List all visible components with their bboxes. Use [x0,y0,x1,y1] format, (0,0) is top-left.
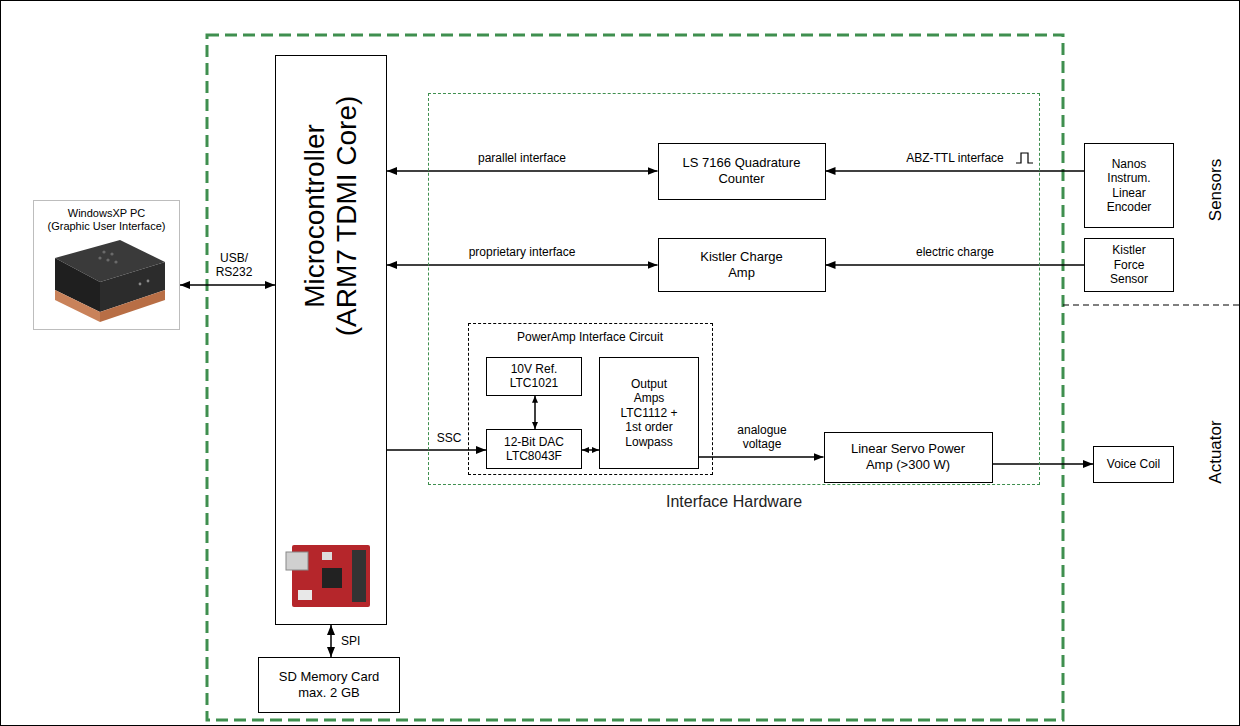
dac-box: 12-Bit DAC LTC8043F [486,429,582,469]
board-part [322,552,332,560]
interface-label: SPI [341,634,381,648]
pc-vent [98,256,101,259]
connector [534,396,536,429]
connector [699,456,824,458]
box-label: Kistler Charge Amp [692,249,792,280]
reference-box: 10V Ref. LTC1021 [486,357,582,396]
pc-vent [102,250,105,253]
connector [582,449,599,451]
pin-header [352,550,366,602]
region-label: Actuator [1206,420,1226,483]
connector [826,264,1085,266]
connector [826,170,1085,172]
box-label: 12-Bit DAC LTC8043F [492,435,576,464]
usb-connector [286,552,308,570]
pc-vent [110,252,113,255]
pc-led [139,283,142,286]
sd-card-box: SD Memory Card max. 2 GB [258,657,400,713]
poweramp-circuit-group: PowerAmp Interface Circuit 10V Ref. LTC10… [468,323,713,475]
pc-vent [114,260,117,263]
force-sensor-box: Kistler Force Sensor [1084,238,1174,292]
interface-label: ABZ-TTL interface [890,151,1020,165]
box-label: Voice Coil [1100,457,1168,471]
region-label: Interface Hardware [429,492,1039,511]
counter-box: LS 7166 Quadrature Counter [658,143,826,200]
interface-label: parallel interface [442,151,602,165]
pc-base [55,290,100,322]
pc-box: WindowsXP PC (Graphic User Interface) [33,200,180,330]
interface-label: analogue voltage [731,423,793,452]
connector [387,449,486,451]
encoder-box: Nanos Instrum. Linear Encoder [1084,143,1174,228]
separator-line [1063,304,1240,305]
connector [180,284,275,286]
servo-amp-box: Linear Servo Power Amp (>300 W) [824,432,993,483]
box-label: 10V Ref. LTC1021 [492,362,576,391]
voice-coil-box: Voice Coil [1093,446,1174,483]
pc-illustration [55,240,165,322]
interface-label: electric charge [890,245,1020,259]
connector [330,625,332,657]
box-label: Nanos Instrum. Linear Encoder [1099,157,1159,215]
interface-label: proprietary interface [442,245,602,259]
output-amp-box: Output Amps LTC1112 + 1st order Lowpass [599,357,699,469]
mcu-label: Microcontroller (ARM7 TDMI Core) [299,86,363,346]
board-chip [322,568,342,588]
charge-amp-box: Kistler Charge Amp [658,238,826,292]
board-illustration [286,545,370,607]
pc-label: WindowsXP PC (Graphic User Interface) [46,207,168,233]
interface-label: SSC [434,431,464,445]
group-label: PowerAmp Interface Circuit [469,330,712,344]
pulse-symbol [1016,153,1033,163]
pc-vent [106,258,109,261]
box-label: SD Memory Card max. 2 GB [274,669,384,700]
pc-base [100,290,165,322]
board-part [298,590,312,600]
box-label: LS 7166 Quadrature Counter [667,155,817,186]
connector [993,463,1094,465]
box-label: Kistler Force Sensor [1099,243,1159,286]
system-boundary [207,35,1063,720]
box-label: Linear Servo Power Amp (>300 W) [843,441,973,472]
region-label: Sensors [1206,159,1226,221]
box-label: Output Amps LTC1112 + 1st order Lowpass [617,377,681,449]
pc-led [147,280,150,283]
microcontroller-box: Microcontroller (ARM7 TDMI Core) [275,55,387,625]
interface-label: USB/ RS232 [212,251,256,280]
